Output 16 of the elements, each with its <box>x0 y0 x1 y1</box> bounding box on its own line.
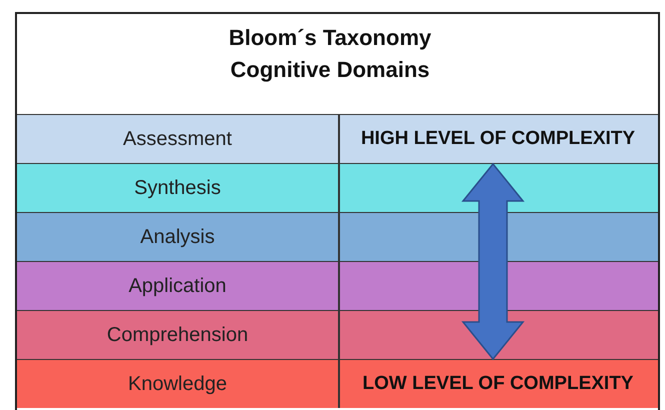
table-row-band <box>17 163 658 212</box>
level-name: Assessment <box>122 126 233 152</box>
complexity-label: LOW LEVEL OF COMPLEXITY <box>362 372 634 396</box>
level-name: Comprehension <box>106 322 250 348</box>
table-row-band <box>17 114 658 163</box>
table-row-band <box>17 359 658 408</box>
level-name: Knowledge <box>127 372 228 396</box>
diagram-title: Bloom´s Taxonomy Cognitive Domains <box>228 24 432 84</box>
table-row-band <box>17 310 658 359</box>
level-name: Analysis <box>139 224 216 250</box>
level-name: Synthesis <box>133 176 222 200</box>
table-row-band <box>17 261 658 310</box>
complexity-label: HIGH LEVEL OF COMPLEXITY <box>360 127 636 151</box>
level-name: Application <box>128 274 228 298</box>
double-block-arrow <box>461 162 525 360</box>
table-row-band <box>17 212 658 261</box>
